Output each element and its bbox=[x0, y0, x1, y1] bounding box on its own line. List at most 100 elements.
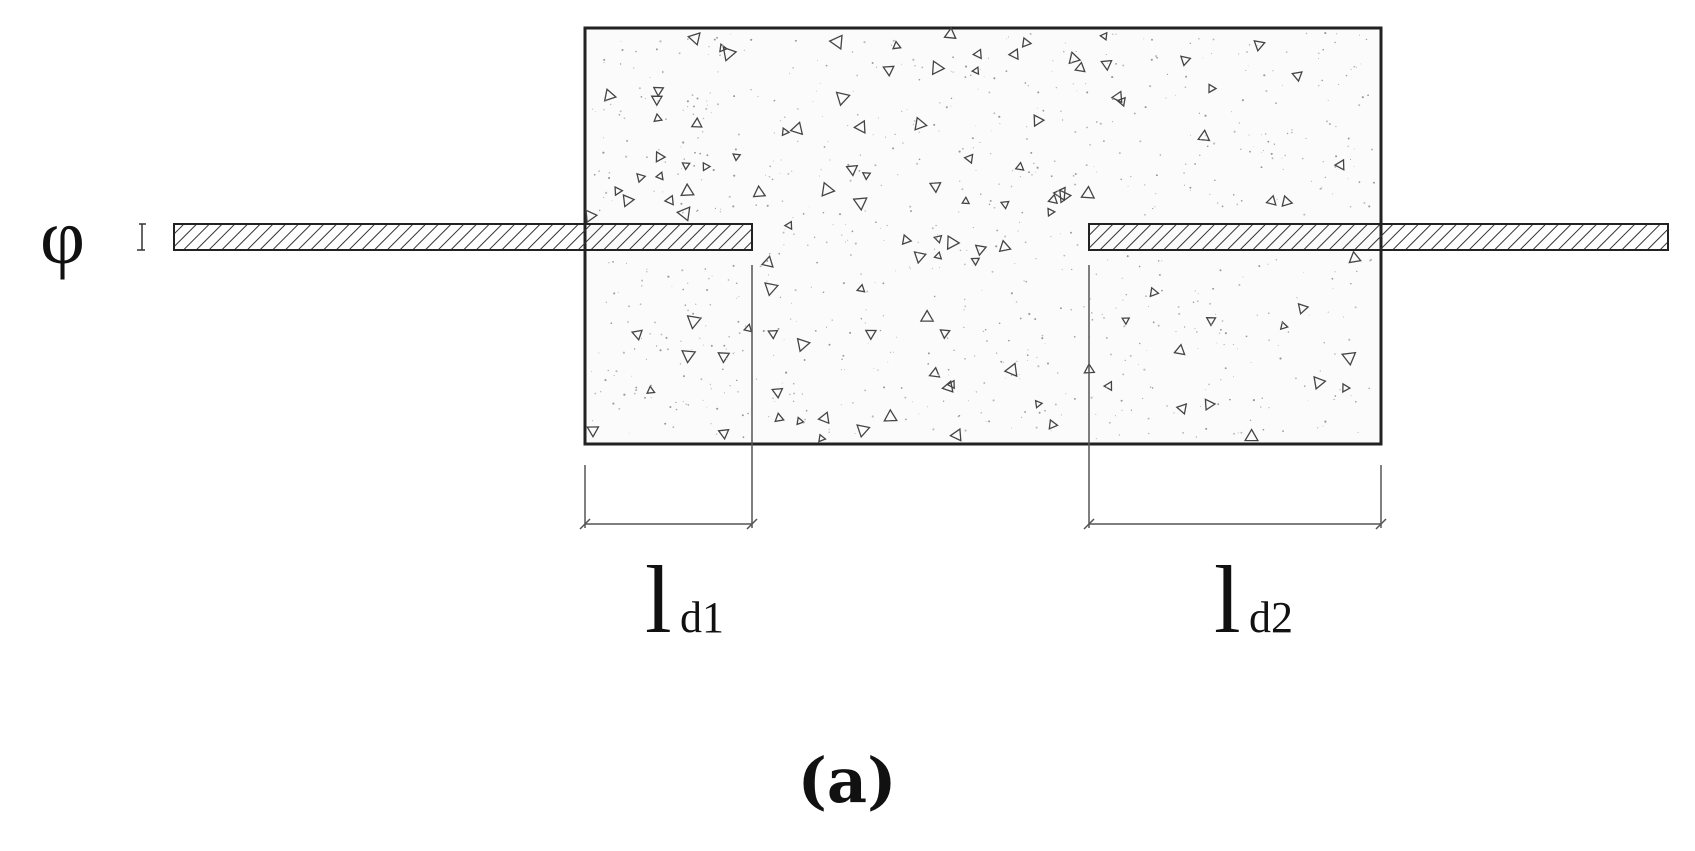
aggregate-speck bbox=[1057, 372, 1059, 374]
aggregate-triangle bbox=[1007, 47, 1019, 61]
aggregate-speck bbox=[655, 48, 658, 51]
aggregate-speck bbox=[866, 290, 869, 293]
aggregate-speck bbox=[883, 386, 886, 389]
aggregate-speck bbox=[964, 305, 967, 308]
aggregate-speck bbox=[847, 163, 850, 166]
aggregate-speck bbox=[709, 304, 711, 306]
aggregate-speck bbox=[1004, 377, 1006, 379]
aggregate-speck bbox=[764, 174, 766, 176]
aggregate-speck bbox=[992, 399, 995, 402]
aggregate-speck bbox=[1000, 360, 1003, 363]
aggregate-triangle bbox=[652, 86, 665, 98]
aggregate-speck bbox=[1125, 293, 1128, 296]
aggregate-triangle bbox=[789, 121, 804, 136]
aggregate-speck bbox=[947, 368, 950, 371]
aggregate-speck bbox=[733, 174, 736, 177]
aggregate-speck bbox=[1059, 307, 1062, 310]
aggregate-triangle bbox=[654, 170, 664, 181]
aggregate-speck bbox=[677, 173, 679, 176]
left-dimension-line bbox=[579, 265, 758, 530]
aggregate-speck bbox=[1184, 163, 1187, 165]
aggregate-speck bbox=[1072, 83, 1074, 85]
aggregate-speck bbox=[1050, 430, 1052, 432]
aggregate-speck bbox=[681, 211, 684, 214]
aggregate-triangle bbox=[717, 428, 730, 441]
aggregate-speck bbox=[729, 385, 731, 387]
aggregate-speck bbox=[644, 396, 646, 399]
aggregate-speck bbox=[730, 33, 732, 35]
aggregate-speck bbox=[735, 379, 738, 382]
aggregate-speck bbox=[1279, 357, 1282, 360]
aggregate-speck bbox=[1198, 37, 1200, 40]
aggregate-speck bbox=[759, 265, 762, 268]
aggregate-speck bbox=[796, 321, 798, 323]
aggregate-speck bbox=[1111, 98, 1114, 100]
aggregate-speck bbox=[780, 159, 782, 161]
aggregate-speck bbox=[1200, 138, 1202, 140]
aggregate-speck bbox=[952, 71, 954, 73]
aggregate-speck bbox=[1019, 221, 1021, 223]
aggregate-speck bbox=[1173, 412, 1175, 414]
aggregate-speck bbox=[682, 141, 685, 144]
aggregate-speck bbox=[1358, 181, 1361, 184]
aggregate-triangle bbox=[1342, 382, 1352, 394]
aggregate-speck bbox=[1060, 414, 1062, 416]
aggregate-speck bbox=[1190, 134, 1192, 136]
aggregate-speck bbox=[1354, 306, 1357, 309]
aggregate-speck bbox=[972, 226, 974, 229]
aggregate-triangle bbox=[928, 366, 941, 378]
aggregate-speck bbox=[892, 147, 895, 150]
aggregate-speck bbox=[1070, 231, 1072, 234]
aggregate-speck bbox=[778, 252, 781, 255]
aggregate-speck bbox=[958, 211, 960, 213]
aggregate-speck bbox=[821, 116, 823, 117]
aggregate-speck bbox=[709, 92, 711, 94]
aggregate-speck bbox=[593, 173, 596, 176]
aggregate-triangle bbox=[1313, 375, 1327, 391]
aggregate-speck bbox=[706, 406, 708, 408]
aggregate-speck bbox=[1010, 292, 1013, 295]
aggregate-speck bbox=[1214, 179, 1216, 182]
aggregate-speck bbox=[691, 94, 694, 97]
aggregate-speck bbox=[1245, 335, 1248, 338]
aggregate-triangle bbox=[928, 181, 942, 194]
aggregate-speck bbox=[990, 130, 992, 132]
aggregate-speck bbox=[779, 172, 781, 174]
aggregate-speck bbox=[938, 130, 940, 132]
aggregate-triangle bbox=[883, 408, 898, 422]
aggregate-speck bbox=[1249, 150, 1251, 153]
aggregate-speck bbox=[1221, 205, 1224, 208]
aggregate-speck bbox=[655, 345, 658, 347]
aggregate-speck bbox=[1060, 233, 1061, 235]
aggregate-speck bbox=[682, 375, 685, 378]
aggregate-speck bbox=[844, 369, 846, 371]
aggregate-speck bbox=[850, 254, 852, 256]
aggregate-speck bbox=[995, 245, 998, 248]
aggregate-speck bbox=[863, 41, 866, 44]
aggregate-speck bbox=[873, 367, 875, 369]
aggregate-speck bbox=[1044, 342, 1046, 344]
aggregate-triangle bbox=[1208, 83, 1218, 94]
aggregate-speck bbox=[864, 210, 866, 212]
aggregate-speck bbox=[851, 51, 854, 53]
aggregate-speck bbox=[1106, 337, 1108, 339]
aggregate-speck bbox=[773, 132, 776, 134]
aggregate-speck bbox=[777, 327, 780, 330]
aggregate-speck bbox=[787, 172, 790, 175]
aggregate-speck bbox=[628, 432, 630, 434]
aggregate-speck bbox=[650, 384, 652, 387]
aggregate-speck bbox=[879, 329, 882, 332]
aggregate-speck bbox=[1373, 181, 1375, 184]
aggregate-speck bbox=[804, 418, 806, 421]
aggregate-speck bbox=[682, 400, 684, 403]
aggregate-speck bbox=[1130, 409, 1133, 411]
aggregate-speck bbox=[1122, 64, 1125, 67]
aggregate-triangle bbox=[901, 233, 913, 246]
aggregate-speck bbox=[782, 231, 785, 234]
aggregate-speck bbox=[769, 165, 772, 168]
aggregate-triangle bbox=[646, 385, 656, 394]
aggregate-triangle bbox=[742, 323, 753, 333]
aggregate-speck bbox=[1290, 131, 1293, 134]
aggregate-speck bbox=[1318, 85, 1320, 87]
aggregate-speck bbox=[993, 112, 996, 115]
